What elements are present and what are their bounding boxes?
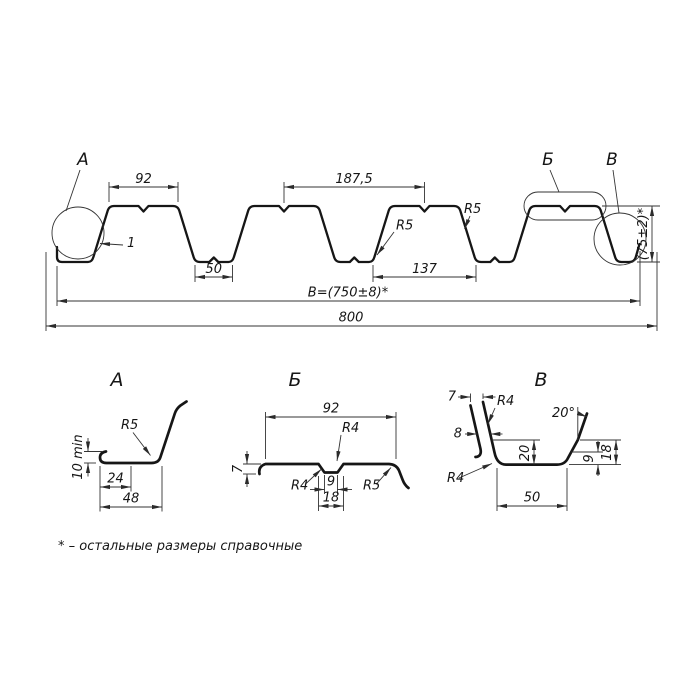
detail-a-hook-height-label: 10 min bbox=[71, 434, 86, 479]
detail-v-dim-gap-side: 8 bbox=[454, 427, 503, 442]
detail-b-outline bbox=[257, 462, 410, 490]
detail-b-radius-top-label: R4 bbox=[342, 421, 359, 436]
detail-a-hem-label: 24 bbox=[107, 472, 124, 487]
dim-rib-base: 137 bbox=[372, 262, 477, 282]
detail-v-gap-top-label: 7 bbox=[448, 390, 457, 405]
profile-outline bbox=[55, 204, 641, 264]
detail-v-edge-height-label: 18 bbox=[600, 444, 615, 461]
callout-b-frame bbox=[523, 191, 607, 221]
callout-v: В bbox=[593, 150, 647, 266]
radius-bottom-label: R5 bbox=[396, 219, 413, 234]
detail-b-title: Б bbox=[288, 369, 301, 391]
callout-v-circle bbox=[593, 212, 647, 266]
detail-v-dim-depth: 20 bbox=[492, 439, 540, 465]
callout-v-label: В bbox=[606, 150, 618, 170]
detail-v-radius-top-callout: R4 bbox=[487, 394, 514, 425]
detail-a-outline bbox=[98, 400, 188, 465]
detail-a-dim-hem: 24 bbox=[99, 466, 132, 512]
detail-b-dim-groove-bottom: 9 bbox=[310, 475, 352, 494]
detail-a-radius-label: R5 bbox=[121, 418, 138, 433]
detail-a-edge-label: 48 bbox=[123, 492, 140, 507]
detail-a-dim-hook-height: 10 min bbox=[71, 434, 103, 480]
dim-crest-width: 92 bbox=[108, 172, 179, 202]
callout-a: А bbox=[51, 150, 105, 260]
dim-rib-base-label: 137 bbox=[412, 262, 438, 277]
detail-v-depth-label: 20 bbox=[518, 445, 533, 462]
dim-thickness-label: 1 bbox=[127, 236, 135, 251]
detail-b-groove-bottom-label: 9 bbox=[327, 475, 335, 490]
detail-v-view: В 7 R4 8 R4 20 bbox=[447, 369, 621, 511]
detail-v-dim-angle: 20° bbox=[552, 406, 587, 440]
detail-a-radius-callout: R5 bbox=[121, 418, 151, 456]
detail-v-title: В bbox=[534, 369, 547, 391]
callout-a-label: А bbox=[76, 150, 89, 170]
main-profile-view: 92 187,5 1 R5 R5 50 bbox=[45, 150, 660, 331]
detail-v-radius-bottom-label: R4 bbox=[447, 471, 464, 486]
dim-overall-width-label: 800 bbox=[339, 311, 364, 326]
dim-thickness: 1 bbox=[99, 236, 135, 251]
detail-v-outline bbox=[481, 400, 589, 466]
detail-b-radius-left-label: R4 bbox=[291, 479, 308, 494]
detail-b-crest-label: 92 bbox=[323, 402, 340, 417]
callout-b-label: Б bbox=[542, 150, 554, 170]
detail-b-dim-groove-top: 18 bbox=[318, 476, 344, 511]
detail-v-gap-side-label: 8 bbox=[454, 427, 462, 442]
detail-b-radius-right-label: R5 bbox=[363, 479, 380, 494]
detail-v-dim-edge-height: 18 bbox=[580, 439, 621, 465]
detail-v-bottom-label: 50 bbox=[524, 491, 541, 506]
detail-b-view: Б 92 R4 7 R4 9 bbox=[231, 369, 410, 511]
detail-v-dim-gap-top: 7 bbox=[448, 390, 496, 405]
dim-height-label: (75±2)* bbox=[636, 207, 651, 260]
dim-pitch: 187,5 bbox=[283, 172, 425, 203]
radius-top-label: R5 bbox=[464, 202, 481, 217]
dim-cover-width-label: B=(750±8)* bbox=[308, 286, 389, 301]
detail-v-free-edge bbox=[469, 404, 483, 459]
detail-v-radius-top-label: R4 bbox=[497, 394, 514, 409]
detail-v-radius-bottom-callout: R4 bbox=[447, 463, 493, 486]
detail-v-dim-lip-height: 9 bbox=[569, 441, 621, 476]
callout-a-circle bbox=[51, 206, 105, 260]
detail-b-radius-right-callout: R5 bbox=[363, 467, 392, 494]
dim-height: (75±2)* bbox=[602, 205, 660, 263]
detail-b-dim-crest: 92 bbox=[265, 402, 397, 459]
detail-b-radius-top-callout: R4 bbox=[336, 421, 359, 462]
detail-b-groove-top-label: 18 bbox=[323, 491, 340, 506]
detail-b-dim-edge-height: 7 bbox=[231, 451, 261, 487]
dim-pitch-label: 187,5 bbox=[335, 172, 372, 187]
detail-b-edge-height-label: 7 bbox=[231, 464, 246, 473]
callout-b: Б bbox=[523, 150, 607, 221]
detail-v-angle-label: 20° bbox=[552, 406, 575, 421]
dim-flange-width: 50 bbox=[194, 262, 233, 282]
radius-callout-bottom: R5 bbox=[376, 219, 413, 256]
dim-overall-width: 800 bbox=[45, 252, 658, 331]
footnote: * – остальные размеры справочные bbox=[58, 539, 302, 554]
detail-b-radius-left-callout: R4 bbox=[291, 468, 322, 494]
dim-crest-width-label: 92 bbox=[135, 172, 152, 187]
detail-a-title: А bbox=[109, 369, 124, 391]
detail-a-dim-edge: 48 bbox=[100, 466, 163, 512]
dim-cover-width: B=(750±8)* bbox=[56, 251, 641, 306]
detail-v-lip-height-label: 9 bbox=[582, 454, 597, 462]
dim-flange-width-label: 50 bbox=[205, 262, 222, 277]
radius-callout-top: R5 bbox=[464, 202, 481, 230]
detail-a-view: А 10 min R5 24 48 bbox=[71, 369, 188, 512]
detail-v-dim-bottom: 50 bbox=[496, 468, 568, 511]
